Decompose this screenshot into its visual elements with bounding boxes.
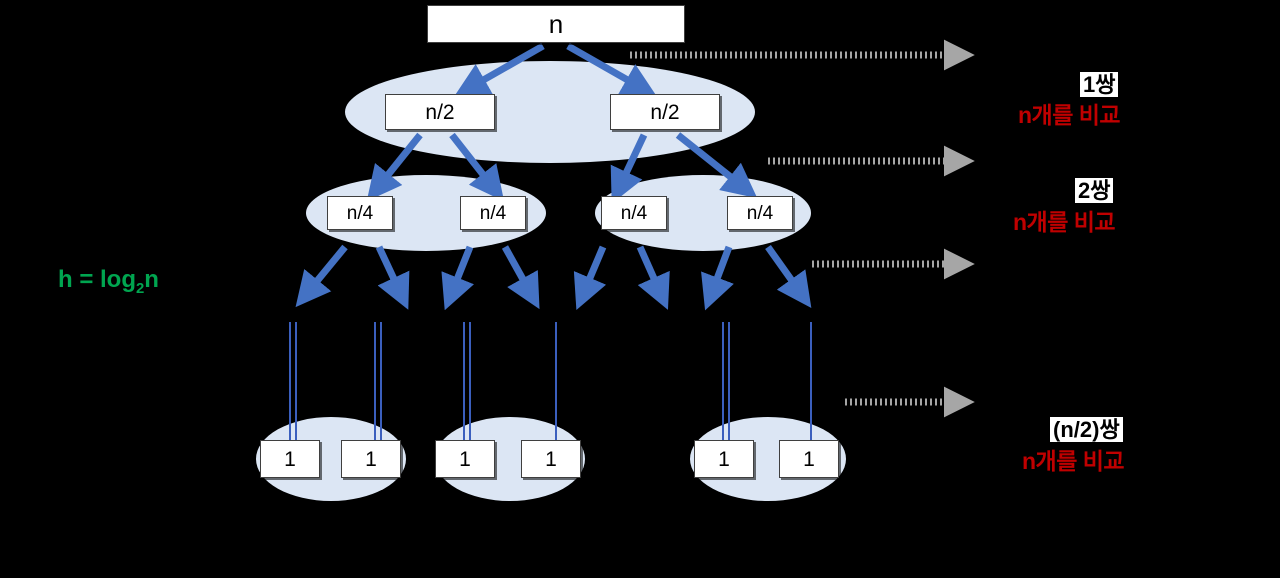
split-arrow-9	[501, 245, 540, 310]
tree-node-label: 1	[459, 447, 471, 471]
tree-node-level-leaf-5: 1	[779, 440, 839, 478]
split-arrow-1	[566, 42, 658, 97]
label-level-1-pair-count: 1쌍	[1080, 72, 1119, 98]
split-arrow-10	[573, 245, 607, 311]
tree-node-label: 1	[545, 447, 557, 471]
split-arrow-0	[453, 42, 545, 97]
label-level-leaf-comparison-note: n개를 비교	[1022, 448, 1125, 474]
tree-node-level-2-2: n/4	[601, 196, 667, 230]
tree-node-level-leaf-4: 1	[694, 440, 754, 478]
tree-node-label: n	[548, 9, 564, 39]
tree-node-label: 1	[284, 447, 296, 471]
tree-node-level-2-1: n/4	[460, 196, 526, 230]
tree-node-label: n/4	[620, 202, 648, 224]
split-arrow-6	[295, 244, 348, 308]
height-label-suffix: n	[144, 266, 159, 293]
tree-node-level-leaf-1: 1	[341, 440, 401, 478]
tree-node-label: 1	[365, 447, 377, 471]
label-level-leaf-pair-count: (n/2)쌍	[1050, 417, 1123, 443]
tree-node-label: 1	[803, 447, 815, 471]
tree-node-label: n/2	[650, 100, 680, 124]
tree-node-level-0-0: n	[427, 5, 685, 43]
tree-node-label: n/4	[346, 202, 374, 224]
tree-node-label: 1	[718, 447, 730, 471]
split-arrow-13	[765, 244, 812, 308]
label-level-1-comparison-note: n개를 비교	[1018, 102, 1121, 128]
tree-node-level-1-1: n/2	[610, 94, 720, 130]
split-arrow-4	[610, 133, 648, 204]
tree-node-label: n/2	[425, 100, 455, 124]
height-label-prefix: h = log	[58, 266, 136, 293]
split-arrow-8	[441, 245, 474, 311]
tree-node-label: n/4	[746, 202, 774, 224]
tree-node-level-1-0: n/2	[385, 94, 495, 130]
split-arrow-11	[636, 245, 670, 310]
split-arrow-5	[675, 132, 758, 199]
split-arrow-2	[366, 132, 423, 202]
label-level-2-comparison-note: n개를 비교	[1013, 209, 1116, 235]
tree-node-level-leaf-0: 1	[260, 440, 320, 478]
split-arrow-12	[701, 245, 734, 311]
tree-height-label: h = log2n	[58, 266, 159, 297]
split-arrow-3	[449, 132, 505, 202]
tree-node-label: n/4	[479, 202, 507, 224]
split-arrow-7	[375, 245, 410, 310]
tree-node-level-2-3: n/4	[727, 196, 793, 230]
height-label-subscript: 2	[136, 280, 145, 297]
tree-node-level-leaf-2: 1	[435, 440, 495, 478]
label-level-2-pair-count: 2쌍	[1075, 178, 1114, 204]
tree-node-level-leaf-3: 1	[521, 440, 581, 478]
tree-node-level-2-0: n/4	[327, 196, 393, 230]
